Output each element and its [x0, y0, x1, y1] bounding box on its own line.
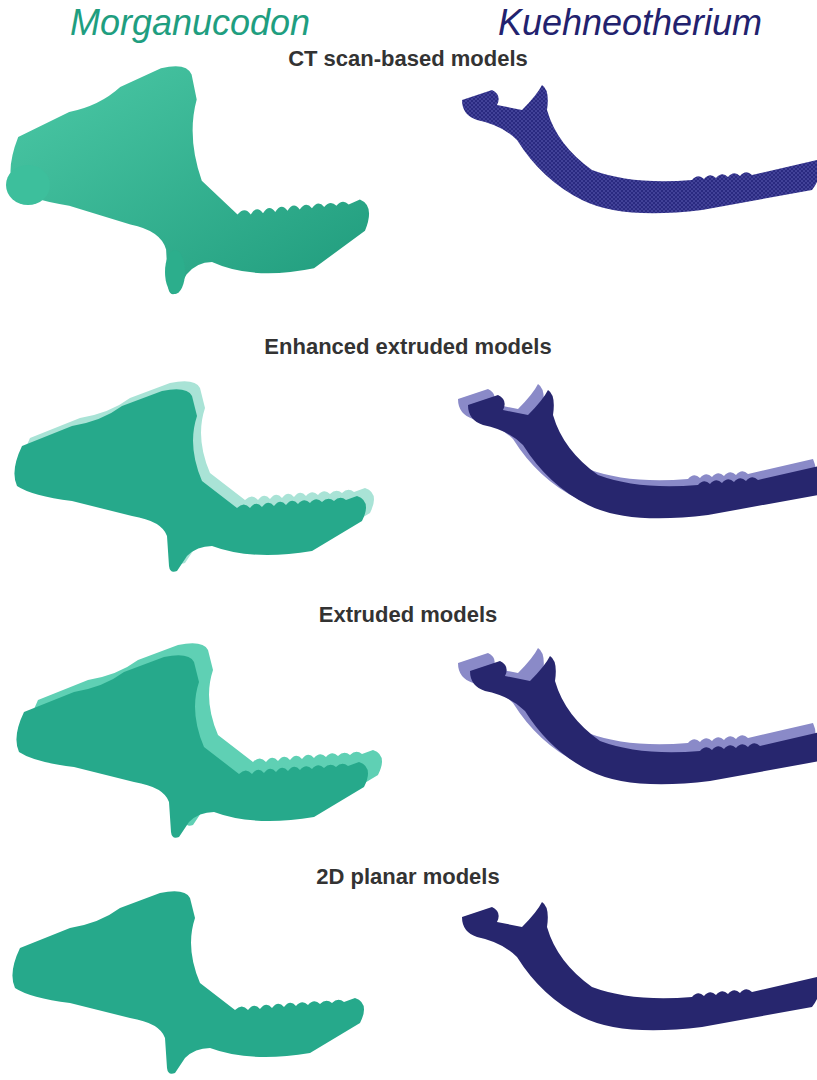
row-heading: Extruded models: [319, 602, 497, 627]
enhanced-kuehneotherium: [458, 384, 817, 518]
genus-title: Morganucodon: [70, 2, 310, 43]
genus-title: Kuehneotherium: [498, 2, 762, 43]
ct-kuehneotherium: [462, 85, 817, 213]
extruded-kuehneotherium: [458, 648, 817, 784]
planar-kuehneotherium: [462, 902, 817, 1030]
planar-morganucodon: [12, 891, 364, 1073]
row-heading: CT scan-based models: [288, 46, 528, 71]
extruded-morganucodon: [16, 643, 382, 837]
ct-morganucodon: [6, 66, 369, 294]
row-heading: 2D planar models: [316, 864, 499, 889]
row-heading: Enhanced extruded models: [264, 334, 551, 359]
enhanced-morganucodon: [14, 381, 374, 571]
